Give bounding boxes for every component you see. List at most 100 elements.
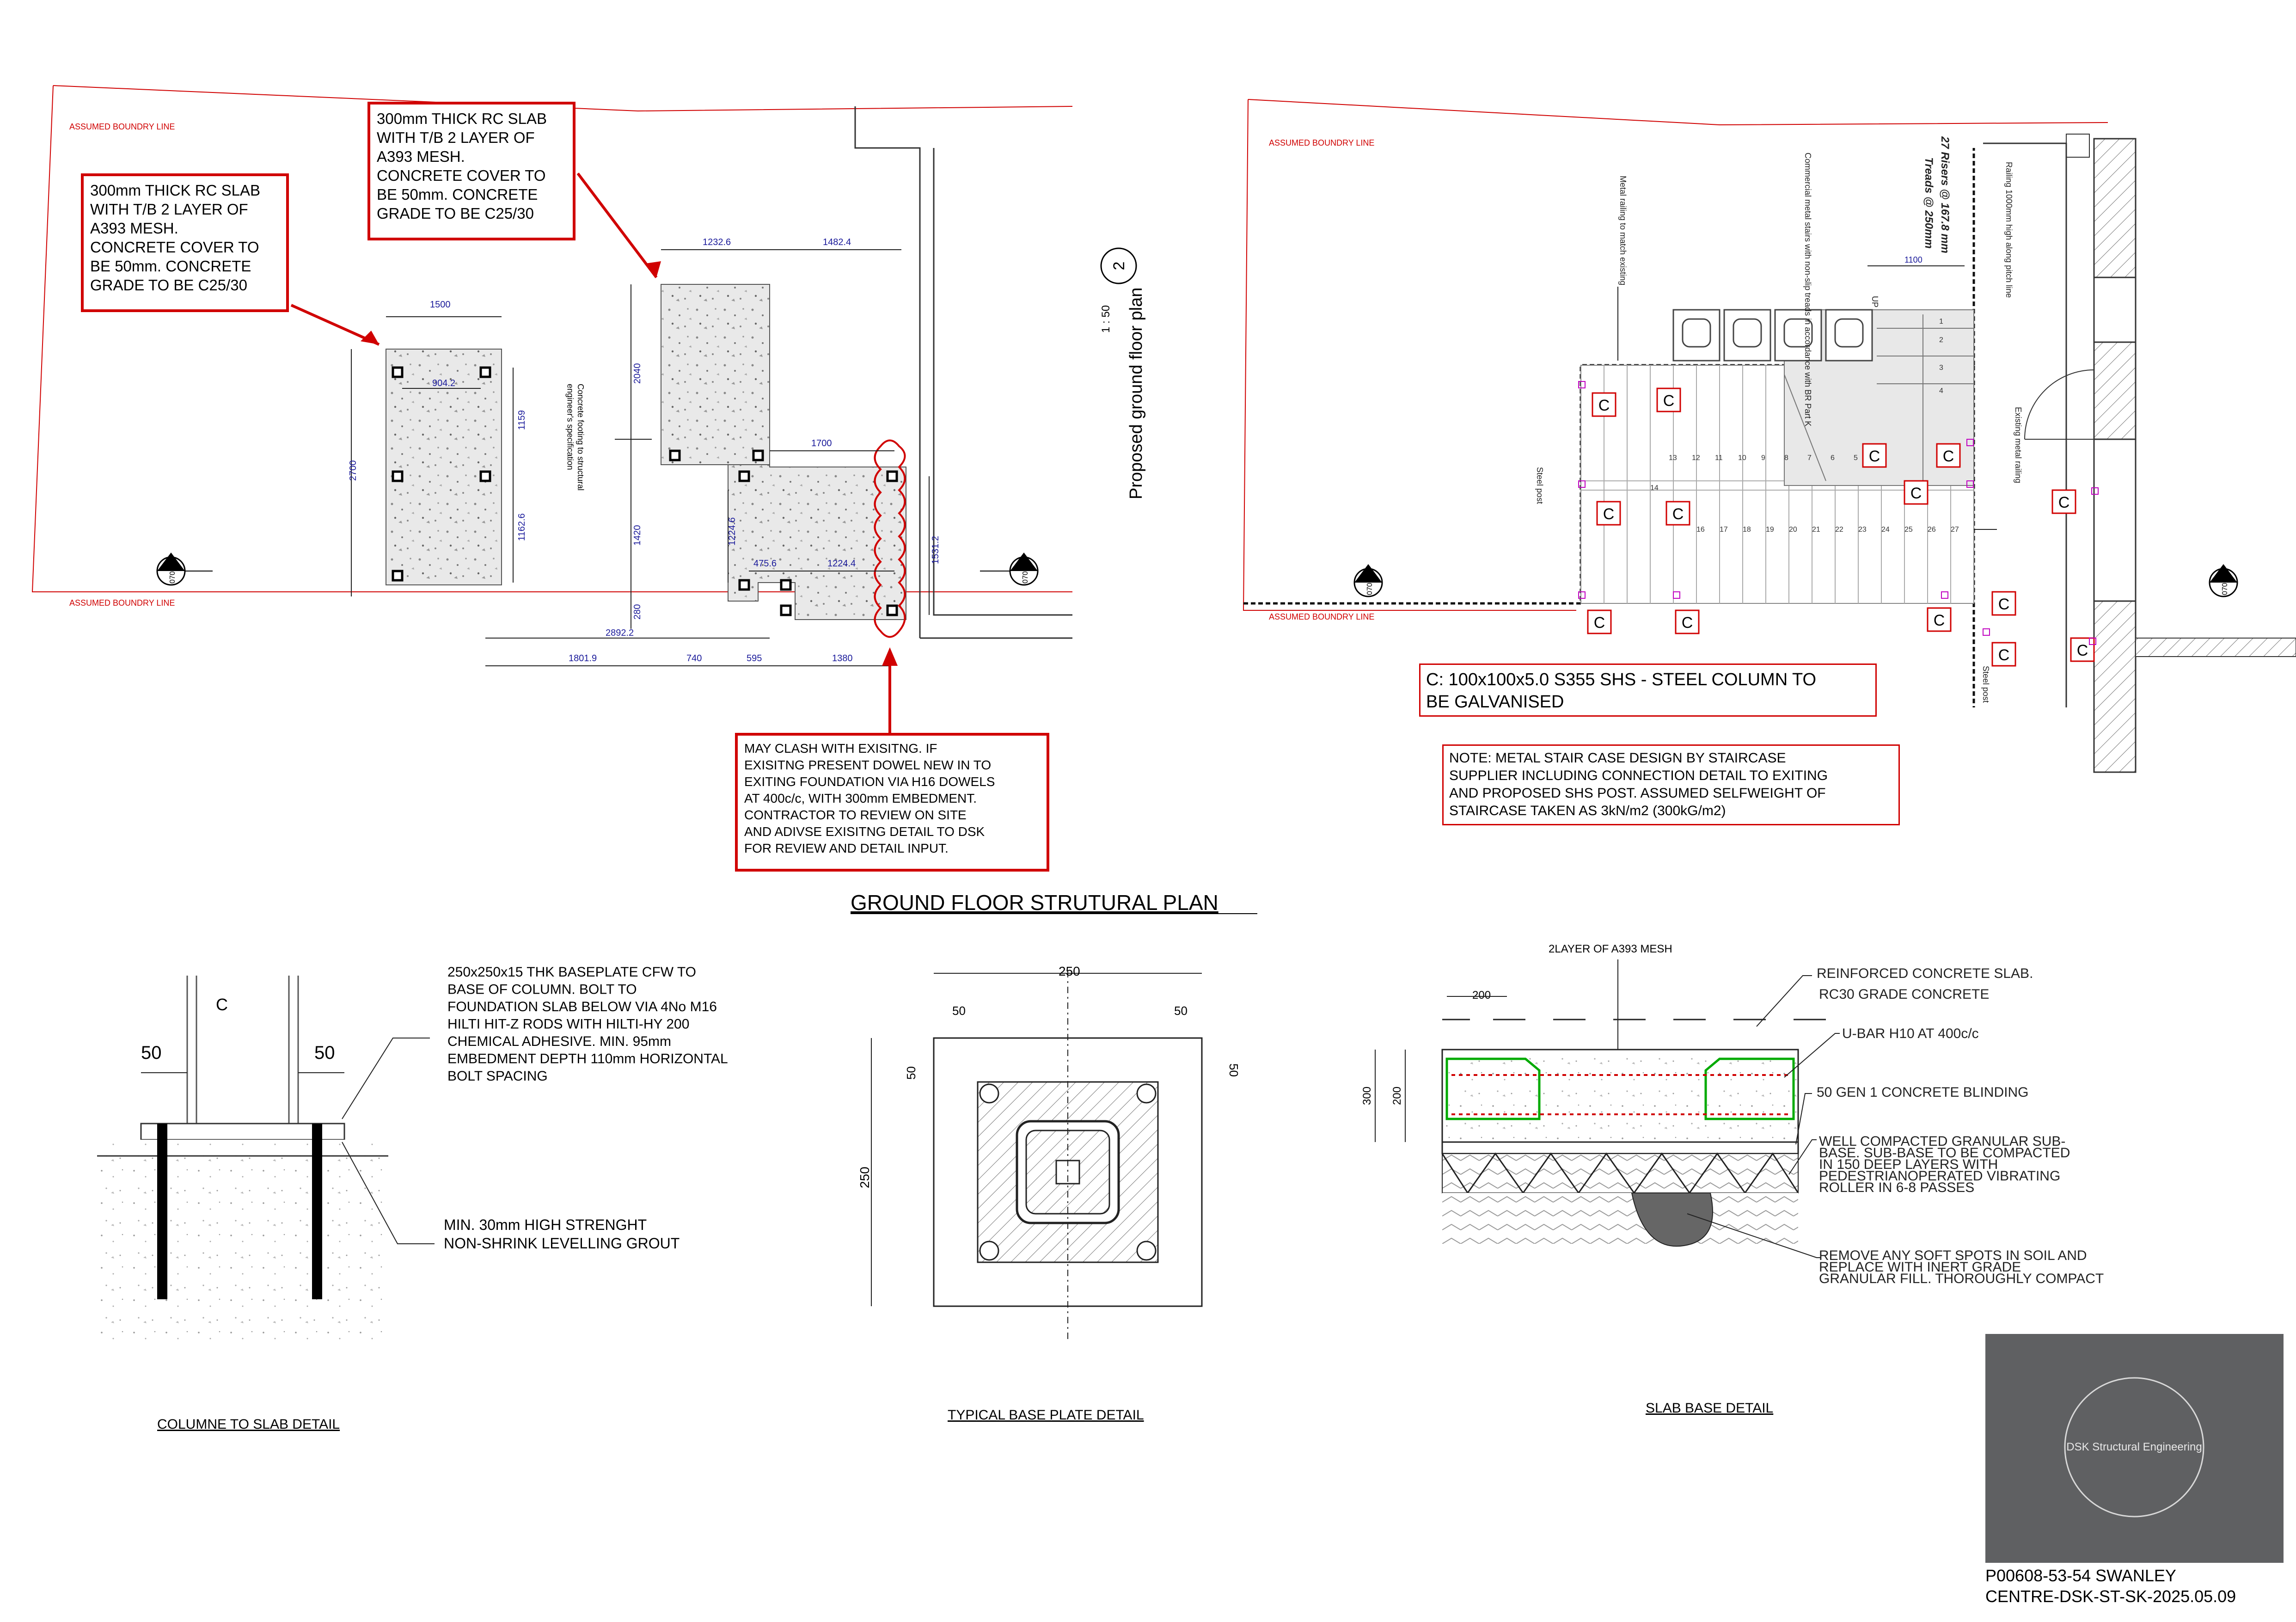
steel-post-label: Steel post	[1535, 467, 1544, 504]
dim-1500: 1500	[430, 300, 451, 310]
svg-text:C: C	[1663, 392, 1675, 410]
text-line: CENTRE-DSK-ST-SK-2025.05.09	[1985, 1587, 2236, 1606]
company-name: DSK Structural Engineering	[2066, 1441, 2202, 1453]
svg-text:24: 24	[1881, 526, 1890, 534]
svg-text:C: C	[1998, 596, 2010, 613]
section-mark: 070	[980, 553, 1039, 586]
title-block: DSK Structural Engineering P00608-53-54 …	[1985, 1334, 2284, 1606]
svg-text:6: 6	[1831, 454, 1835, 462]
slab-note-left: 300mm THICK RC SLAB WITH T/B 2 LAYER OF …	[81, 173, 289, 312]
dim-740: 740	[686, 653, 702, 664]
baseplate-edge-left: 50	[904, 1066, 918, 1080]
dim-280: 280	[632, 604, 643, 620]
text-line: BOLT SPACING	[447, 1069, 548, 1084]
view-number-circle	[1100, 247, 1137, 284]
risers-label: 27 Risers @ 167.8 mm	[1939, 136, 1951, 253]
slab-base-detail: 2LAYER OF A393 MESH 200 300 200	[1361, 943, 2104, 1416]
svg-text:9: 9	[1761, 454, 1765, 462]
steel-post-label: Steel post	[1981, 666, 1990, 703]
svg-text:14: 14	[1650, 484, 1659, 492]
svg-text:070: 070	[169, 571, 177, 584]
up-label: UP	[1870, 296, 1880, 307]
svg-text:C: C	[1603, 505, 1615, 523]
svg-text:8: 8	[1784, 454, 1788, 462]
svg-text:C: C	[2058, 494, 2070, 511]
svg-text:C: C	[1934, 612, 1945, 629]
svg-text:17: 17	[1720, 526, 1728, 534]
dim-475: 475.6	[753, 559, 777, 569]
text-line: NON-SHRINK LEVELLING GROUT	[444, 1235, 680, 1252]
svg-text:18: 18	[1743, 526, 1751, 534]
svg-text:7: 7	[1807, 454, 1812, 462]
baseplate-dim-top: 250	[1059, 964, 1080, 978]
baseplate-detail: 250 250 50 50 50 50 TYPICAL BASE PLATE D…	[857, 964, 1241, 1423]
svg-text:C: C	[1672, 505, 1684, 523]
dim-1162: 1162.6	[517, 513, 527, 541]
svg-text:3: 3	[1939, 364, 1943, 372]
clash-cloud	[874, 439, 906, 638]
text-line: FOUNDATION SLAB BELOW VIA 4No M16	[447, 999, 717, 1014]
mesh-label: 2LAYER OF A393 MESH	[1549, 943, 1672, 955]
svg-text:11: 11	[1715, 454, 1723, 462]
text-line: BASE OF COLUMN. BOLT TO	[447, 982, 637, 997]
boundary-label: ASSUMED BOUNDRY LINE	[69, 598, 175, 608]
text-line: CHEMICAL ADHESIVE. MIN. 95mm	[447, 1034, 671, 1049]
company-logo	[1985, 1334, 2284, 1563]
boundary-label: ASSUMED BOUNDRY LINE	[69, 122, 175, 131]
svg-text:C: C	[1598, 397, 1610, 414]
dim-1224: 1224.6	[727, 517, 737, 546]
text-line: EMBEDMENT DEPTH 110mm HORIZONTAL	[447, 1051, 728, 1067]
text-line: ROLLER IN 6-8 PASSES	[1819, 1180, 1974, 1195]
ubar-label: U-BAR H10 AT 400c/c	[1842, 1026, 1979, 1041]
column-markers: C C C C C C C C C C C C C C	[1578, 381, 2099, 667]
svg-text:C: C	[1910, 485, 1922, 502]
dim-1700: 1700	[811, 438, 832, 449]
dim-595: 595	[747, 653, 762, 664]
column-spec-note: C: 100x100x5.0 S355 SHS - STEEL COLUMN T…	[1419, 664, 1877, 717]
slab-dim-200-side: 200	[1391, 1087, 1403, 1105]
rc-slab-label: REINFORCED CONCRETE SLAB.	[1817, 966, 2033, 981]
dim-904: 904.2	[432, 378, 455, 388]
svg-text:C: C	[1682, 614, 1693, 632]
stair-plan: ASSUMED BOUNDRY LINE ASSUMED BOUNDRY LIN…	[1243, 99, 2296, 773]
slab-note-right: 300mm THICK RC SLAB WITH T/B 2 LAYER OF …	[367, 102, 576, 240]
section-mark: 070	[2209, 564, 2238, 597]
dim-1801: 1801.9	[569, 653, 597, 664]
logo-circle-icon	[2064, 1377, 2204, 1518]
section-mark: 070	[1353, 564, 1383, 597]
svg-text:20: 20	[1789, 526, 1797, 534]
svg-text:070: 070	[2221, 583, 2229, 595]
dim-1232: 1232.6	[703, 237, 731, 247]
view-number: 2	[1110, 262, 1128, 270]
svg-text:2: 2	[1939, 336, 1943, 344]
dim-50-left: 50	[141, 1043, 162, 1063]
clash-note: MAY CLASH WITH EXISITNG. IF EXISITNG PRE…	[735, 733, 1049, 872]
plan-title: GROUND FLOOR STRUTURAL PLAN	[851, 891, 1218, 915]
svg-text:5: 5	[1854, 454, 1858, 462]
dim-1531: 1531.2	[931, 536, 941, 564]
svg-text:13: 13	[1669, 454, 1677, 462]
slab-dim-200-top: 200	[1472, 989, 1491, 1001]
subbase-label: WELL COMPACTED GRANULAR SUB-BASE. SUB-BA…	[1819, 1134, 2070, 1195]
baseplate-dim-side: 250	[857, 1167, 872, 1188]
svg-text:C: C	[1869, 448, 1880, 465]
text-line: GRANULAR FILL. THOROUGHLY COMPACT	[1819, 1271, 2104, 1286]
commercial-stairs-label: Commercial metal stairs with non-slip tr…	[1803, 153, 1812, 426]
slab-dim-300: 300	[1361, 1087, 1373, 1105]
svg-text:23: 23	[1858, 526, 1867, 534]
baseplate-detail-title: TYPICAL BASE PLATE DETAIL	[948, 1407, 1144, 1423]
boundary-label: ASSUMED BOUNDRY LINE	[1269, 138, 1374, 147]
svg-text:10: 10	[1738, 454, 1746, 462]
svg-text:C: C	[2077, 642, 2088, 659]
svg-text:27: 27	[1951, 526, 1959, 534]
dim-50-right: 50	[314, 1043, 335, 1063]
sanitary-units	[1672, 309, 1873, 362]
view-title: Proposed ground floor plan	[1127, 288, 1146, 499]
text-line: engineer's specification	[566, 384, 575, 470]
text-line: REPLACE WITH INERT GRADE	[1819, 1260, 2021, 1275]
